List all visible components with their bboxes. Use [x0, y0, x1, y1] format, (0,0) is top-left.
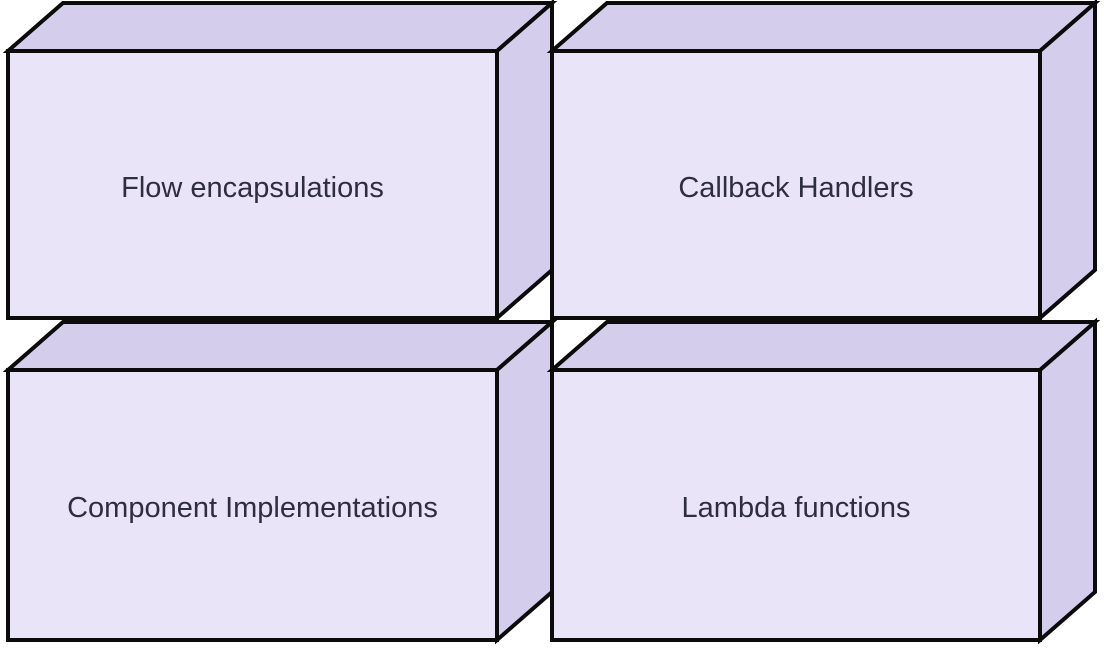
- node-side-face: [1038, 0, 1097, 323]
- node-top-face: [2, 0, 558, 53]
- node-side-face: [495, 0, 554, 323]
- node-front-face: [550, 368, 1042, 642]
- node-top-face: [2, 320, 558, 372]
- node-side-face: [495, 317, 554, 645]
- node-lambda-functions: Lambda functions: [546, 317, 1101, 645]
- node-front-face: [550, 49, 1042, 320]
- node-callback-handlers: Callback Handlers: [546, 0, 1101, 323]
- node-label: Lambda functions: [682, 492, 911, 524]
- node-top-face: [546, 0, 1101, 53]
- node-side-face: [1038, 317, 1097, 645]
- node-label: Component Implementations: [67, 492, 438, 524]
- node-label: Callback Handlers: [678, 172, 913, 204]
- node-label: Flow encapsulations: [121, 172, 384, 204]
- node-front-face: [6, 368, 499, 642]
- node-component-implementations: Component Implementations: [2, 317, 558, 645]
- node-flow-encapsulations: Flow encapsulations: [2, 0, 558, 323]
- node-top-face: [546, 320, 1101, 372]
- node-front-face: [6, 49, 499, 320]
